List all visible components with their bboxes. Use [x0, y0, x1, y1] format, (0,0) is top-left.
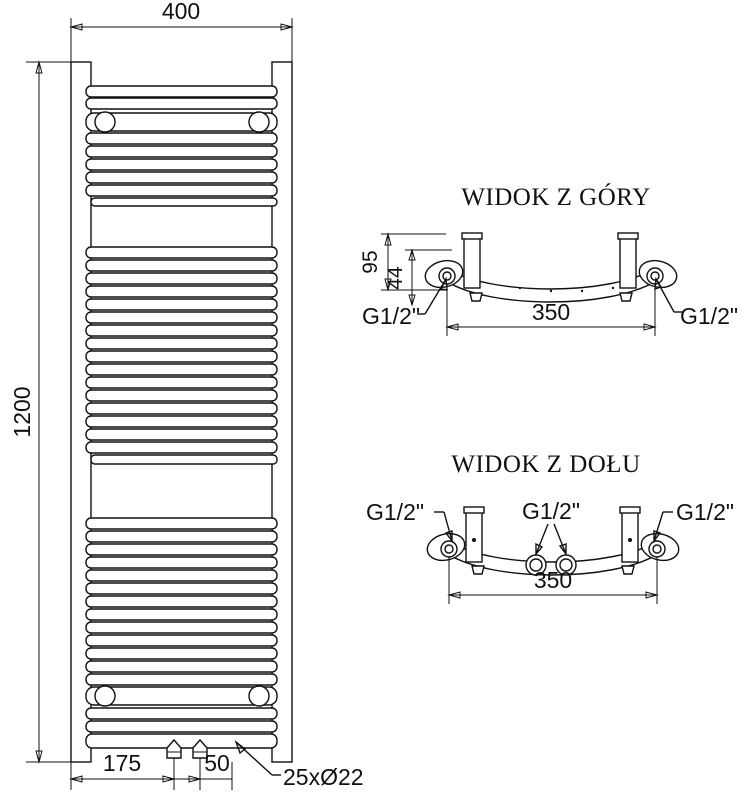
front-height-label: 1200	[9, 386, 35, 437]
holes-count-label: 25xØ22	[283, 764, 364, 790]
top-view-fitting-left	[424, 259, 464, 289]
bottom-view-fitting-right	[640, 532, 680, 562]
top-view-connection-left: G1/2"	[362, 276, 448, 329]
bottom-view-connection-left-label: G1/2"	[366, 499, 424, 525]
bottom-view-connection-center: G1/2"	[522, 498, 580, 557]
bottom-view-connection-center-label: G1/2"	[522, 498, 580, 524]
top-view-connection-right-label: G1/2"	[680, 303, 738, 329]
bottom-view-riser-left	[463, 506, 485, 563]
bottom-view-feet	[471, 565, 635, 575]
top-view-riser-right	[617, 232, 639, 289]
top-view-connection-right: G1/2"	[654, 276, 738, 329]
front-height-dimension: 1200	[9, 60, 86, 764]
front-width-label: 400	[162, 0, 200, 24]
bottom-view-connection-left: G1/2"	[366, 499, 453, 544]
front-offset-spacing-label: 50	[204, 750, 230, 776]
top-depth-outer-dimension: 95	[359, 232, 446, 292]
holes-callout: 25xØ22	[234, 739, 364, 790]
top-view-feet	[469, 292, 633, 302]
top-depth-outer-label: 95	[359, 250, 382, 273]
top-depth-inner-label: 44	[384, 266, 407, 290]
bottom-view-riser-right	[619, 506, 641, 563]
bottom-view-center-distance-label: 350	[534, 567, 572, 593]
top-view-center-dimension: 350	[445, 283, 657, 336]
front-bottom-dimension-chain: 175 50	[69, 740, 233, 790]
bottom-view-group: WIDOK Z DOŁU	[366, 451, 734, 604]
bottom-view-title: WIDOK Z DOŁU	[451, 451, 640, 478]
top-view-title: WIDOK Z GÓRY	[461, 183, 650, 211]
top-view-riser-left	[461, 232, 483, 289]
top-view-center-distance-label: 350	[532, 299, 570, 325]
top-mounting-brackets	[94, 111, 270, 133]
bottom-valve-stubs	[166, 738, 208, 759]
top-depth-inner-dimension: 44	[384, 248, 452, 307]
front-width-dimension: 400	[69, 0, 294, 78]
bottom-view-connection-right-label: G1/2"	[676, 499, 734, 525]
top-view-group: WIDOK Z GÓRY 95 44	[359, 183, 738, 336]
bottom-view-connection-right: G1/2"	[653, 499, 734, 544]
bottom-view-center-dimension: 350	[447, 556, 659, 604]
front-offset-left-label: 175	[103, 750, 141, 776]
top-view-connection-left-label: G1/2"	[362, 303, 420, 329]
bottom-mounting-brackets	[94, 685, 270, 707]
rung-bars	[85, 85, 278, 749]
front-view-group: 400 1200	[9, 0, 364, 790]
